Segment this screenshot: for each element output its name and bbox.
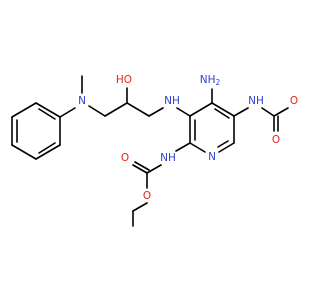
bond xyxy=(132,164,148,174)
bond xyxy=(273,107,289,117)
methyl-n-label: N xyxy=(78,95,86,107)
bond xyxy=(132,202,148,212)
pyridine-bond xyxy=(189,142,206,153)
bond xyxy=(261,107,275,117)
phenyl-double-bond xyxy=(38,142,56,154)
nh-right-label: NH xyxy=(248,95,264,107)
phenyl-bond xyxy=(35,144,61,160)
pyridine-bond xyxy=(211,102,235,117)
carbamate-o-right-label: O xyxy=(272,134,280,146)
bond xyxy=(104,102,128,117)
pyridine-bond xyxy=(218,142,235,153)
bond xyxy=(146,164,162,174)
carbamate-o-top-label: O xyxy=(290,95,298,107)
phenyl-double-bond xyxy=(38,108,56,120)
nh-top-label: NH xyxy=(164,95,180,107)
pyridine-bond xyxy=(189,102,213,117)
phenyl-bond xyxy=(11,144,37,160)
carbamate-o-bottom-single-label: O xyxy=(143,190,151,202)
bond xyxy=(134,161,150,171)
pyridine-double-bond xyxy=(214,108,230,119)
amino-label: NH2 xyxy=(200,74,221,87)
bond xyxy=(233,107,249,117)
bond xyxy=(148,107,164,117)
pyridine-double-bond xyxy=(217,140,229,148)
bond xyxy=(126,102,150,117)
bond xyxy=(88,105,106,117)
nh-bottom-label: NH xyxy=(160,152,176,164)
phenyl-bond xyxy=(35,102,61,118)
bond xyxy=(59,107,76,118)
hydroxy-label: HO xyxy=(116,74,132,86)
carbamate-o-bottom-double-label: O xyxy=(121,152,129,164)
bond xyxy=(176,107,191,117)
bond xyxy=(175,142,191,152)
phenyl-bond xyxy=(11,102,37,118)
ring-n-label: N xyxy=(208,151,216,163)
